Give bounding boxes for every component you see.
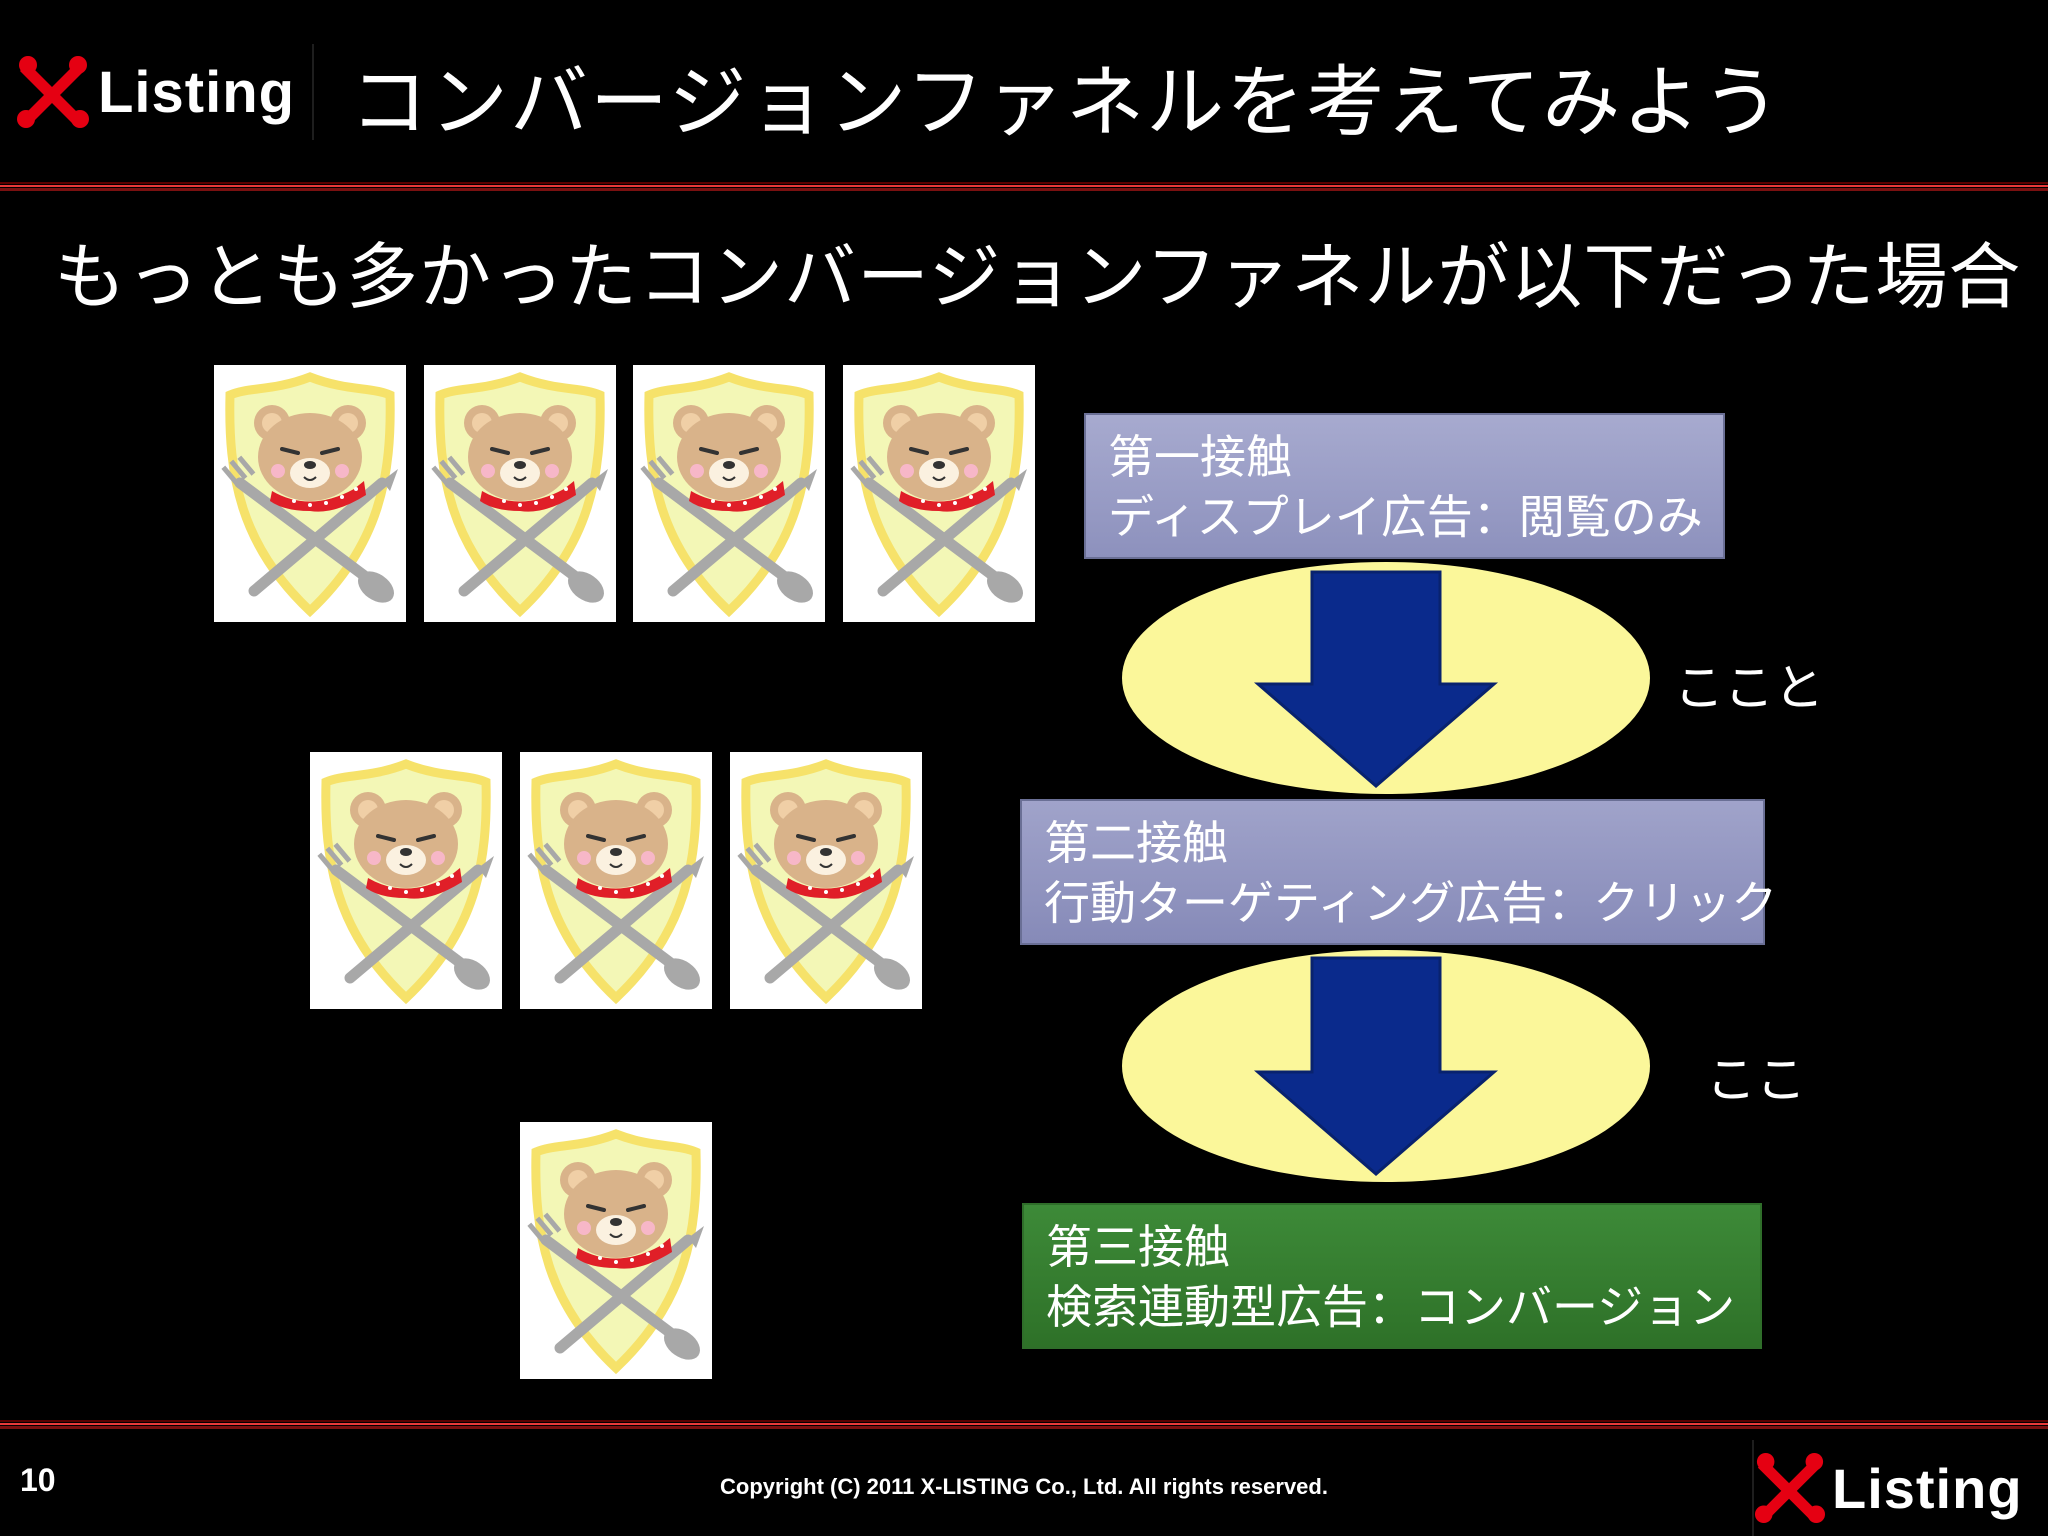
bear-card — [520, 1122, 712, 1379]
bear-crest-icon — [737, 759, 914, 1005]
bear-card — [843, 365, 1035, 622]
bear-crest-icon — [527, 759, 704, 1005]
page-number: 10 — [20, 1462, 56, 1498]
bear-card — [633, 365, 825, 622]
bear-crest-icon — [640, 372, 817, 618]
annotation-here-and: ここと — [1674, 659, 1824, 717]
page-title: コンバージョンファネルを考えてみよう — [350, 58, 1783, 148]
annotation-here: ここ — [1706, 1051, 1806, 1109]
stage-title: 第一接触 — [1108, 430, 1292, 484]
bear-crest-icon — [317, 759, 494, 1005]
copyright-notice: Copyright (C) 2011 X-LISTING Co., Ltd. A… — [720, 1474, 1328, 1499]
brand-logo: Listing — [16, 44, 314, 140]
bear-card — [424, 365, 616, 622]
stage-detail: 行動ターゲティング広告：クリック — [1044, 876, 1778, 930]
bear-card — [520, 752, 712, 1009]
slide-subtitle: もっとも多かったコンバージョンファネルが以下だった場合 — [54, 235, 2022, 319]
funnel-transition-2 — [1120, 948, 1652, 1184]
bear-card — [214, 365, 406, 622]
down-arrow-icon — [1253, 956, 1499, 1176]
funnel-stage-third-contact: 第三接触 検索連動型広告：コンバージョン — [1022, 1203, 1762, 1349]
footer-brand-logo: Listing — [1752, 1440, 2048, 1536]
stage-detail: 検索連動型広告：コンバージョン — [1046, 1280, 1736, 1334]
bear-crest-icon — [527, 1129, 704, 1375]
brand-name: Listing — [98, 59, 296, 125]
bear-crest-icon — [431, 372, 608, 618]
down-arrow-icon — [1253, 570, 1499, 788]
funnel-transition-1 — [1120, 560, 1652, 796]
footer-divider — [0, 1420, 2048, 1429]
funnel-stage-first-contact: 第一接触 ディスプレイ広告：閲覧のみ — [1084, 413, 1725, 559]
funnel-stage-second-contact: 第二接触 行動ターゲティング広告：クリック — [1020, 799, 1778, 945]
x-listing-logo-icon — [1754, 1452, 1826, 1524]
bear-card — [730, 752, 922, 1009]
bear-crest-icon — [850, 372, 1027, 618]
stage-title: 第二接触 — [1044, 816, 1228, 870]
footer-brand-name: Listing — [1832, 1456, 2023, 1520]
stage-detail: ディスプレイ広告：閲覧のみ — [1108, 490, 1703, 544]
bear-crest-icon — [221, 372, 398, 618]
x-listing-logo-icon — [17, 56, 89, 128]
bear-card — [310, 752, 502, 1009]
header-divider — [0, 182, 2048, 191]
slide-header: Listing コンバージョンファネルを考えてみよう — [0, 0, 2048, 182]
stage-title: 第三接触 — [1046, 1220, 1230, 1274]
